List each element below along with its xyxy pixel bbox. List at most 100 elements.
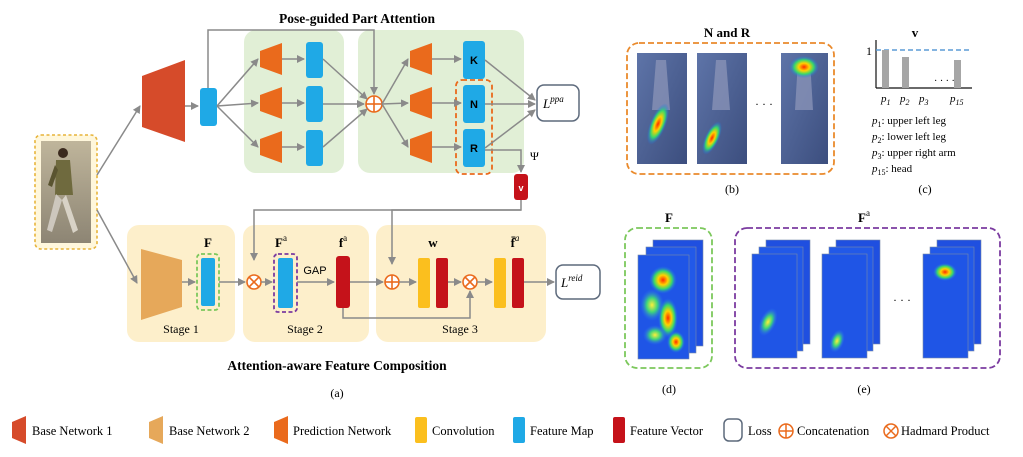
svg-text:Concatenation: Concatenation: [797, 424, 870, 438]
panel-label-d: (d): [662, 382, 676, 396]
map-r: R: [463, 129, 485, 167]
p-definitions: p1: upper left leg p2: lower left leg p3…: [871, 115, 956, 177]
vector-fbar: [512, 258, 524, 308]
vector-fa: [336, 256, 350, 308]
conv-fbar: [494, 258, 506, 308]
svg-text:Base Network 2: Base Network 2: [169, 424, 250, 438]
prediction-network-top: [260, 43, 282, 75]
gap-label: GAP: [303, 265, 326, 277]
prediction-network-mid: [260, 87, 282, 119]
panel-label-c: (c): [918, 182, 931, 196]
prediction-network-k: [410, 43, 432, 75]
stage3-label: Stage 3: [442, 322, 478, 336]
svg-text:Convolution: Convolution: [432, 424, 495, 438]
symbol-fa: fa: [339, 233, 347, 250]
map-k: K: [463, 41, 485, 79]
vector-v: v: [514, 174, 528, 200]
map-n: N: [463, 85, 485, 123]
loss-reid: Lreid: [555, 264, 601, 300]
svg-text:p3: upper right arm: p3: upper right arm: [871, 147, 956, 161]
heatmap-stack-Fa-2: [821, 239, 881, 359]
svg-text:R: R: [470, 143, 478, 155]
dots-b: · · ·: [755, 97, 773, 111]
prediction-network-bot: [260, 131, 282, 163]
heatmap-image-1: [637, 53, 687, 164]
svg-text:v: v: [518, 183, 523, 193]
pose-guided-title: Pose-guided Part Attention: [279, 11, 435, 26]
heatmap-image-2: [697, 53, 747, 164]
stage1-label: Stage 1: [163, 322, 199, 336]
hadamard-stage2: [246, 274, 262, 290]
n-and-r-title: N and R: [704, 25, 751, 40]
svg-text:p1: p1: [880, 93, 891, 107]
loss-ppa: Lppa: [536, 84, 580, 122]
v-chart: 1 · · · · p1 p2 p3 p15: [866, 40, 972, 107]
heatmap-stack-F: [637, 239, 704, 360]
base-network-2: [141, 249, 182, 320]
svg-text:Loss: Loss: [748, 424, 772, 438]
panel-label-e: (e): [857, 382, 870, 396]
v-dots: · · · ·: [934, 76, 955, 87]
pred-feature-map-bot: [306, 130, 323, 166]
v-bar-p2: [902, 57, 909, 88]
stage1-feature-map: [196, 253, 220, 311]
legend: Base Network 1 Base Network 2 Prediction…: [12, 416, 990, 444]
symbol-w: w: [428, 235, 438, 250]
v-title: v: [912, 25, 919, 40]
svg-text:N: N: [470, 99, 478, 111]
svg-text:p3: p3: [918, 93, 929, 107]
panel-b-frame: [626, 42, 835, 175]
legend-hadmard-product: Hadmard Product: [883, 423, 990, 439]
v-bar-p15: [954, 60, 961, 88]
pred-feature-map-mid: [306, 86, 323, 122]
legend-base-network-2: Base Network 2: [149, 416, 250, 444]
svg-text:p2: lower left leg: p2: lower left leg: [871, 131, 946, 145]
legend-feature-map: Feature Map: [513, 417, 594, 443]
psi-symbol: Ψ: [530, 149, 539, 163]
yellow-panel-stage2: [243, 225, 369, 342]
svg-text:K: K: [470, 55, 478, 67]
legend-concatenation: Concatenation: [778, 423, 870, 439]
svg-text:p15: head: p15: head: [871, 163, 913, 177]
panel-d-title: F: [665, 210, 673, 225]
svg-text:p1: upper left leg: p1: upper left leg: [871, 115, 946, 129]
heatmap-stack-Fa-3: [922, 239, 982, 359]
svg-text:Lreid: Lreid: [560, 273, 583, 290]
hadamard-stage3: [462, 274, 478, 290]
legend-feature-vector: Feature Vector: [613, 417, 704, 443]
nr-dashed-group: [455, 79, 493, 175]
arrows-top: [96, 29, 536, 284]
concatenation-symbol-top: [365, 95, 383, 113]
legend-base-network-1: Base Network 1: [12, 416, 113, 444]
pred-feature-map-top: [306, 42, 323, 78]
svg-text:p15: p15: [949, 93, 964, 107]
panel-e-frame: [734, 227, 1001, 369]
panel-label-a: (a): [330, 386, 343, 400]
legend-convolution: Convolution: [415, 417, 495, 443]
base-network-1: [142, 60, 185, 142]
heatmap-stack-Fa-1: [751, 239, 811, 359]
svg-text:Lppa: Lppa: [542, 94, 564, 111]
panel-d-frame: [624, 227, 713, 369]
svg-text:Prediction Network: Prediction Network: [293, 424, 392, 438]
panel-label-b: (b): [725, 182, 739, 196]
svg-text:Base Network 1: Base Network 1: [32, 424, 113, 438]
legend-loss: Loss: [723, 418, 772, 442]
stage2-feature-map: [273, 253, 298, 313]
green-panel-prediction: [244, 30, 344, 173]
dots-e: · · ·: [893, 293, 911, 307]
attention-aware-title: Attention-aware Feature Composition: [227, 358, 447, 373]
panel-e-title: Fa: [858, 208, 870, 225]
svg-text:p2: p2: [899, 93, 910, 107]
conv-w: [418, 258, 430, 308]
svg-text:Feature Map: Feature Map: [530, 424, 594, 438]
prediction-network-n: [410, 87, 432, 119]
svg-text:Feature Vector: Feature Vector: [630, 424, 704, 438]
feature-map-shared: [200, 88, 217, 126]
svg-text:1: 1: [866, 44, 872, 58]
symbol-F: F: [204, 235, 212, 250]
svg-text:Hadmard Product: Hadmard Product: [901, 424, 990, 438]
v-bar-p1: [882, 50, 889, 88]
heatmap-image-3: [781, 53, 828, 164]
